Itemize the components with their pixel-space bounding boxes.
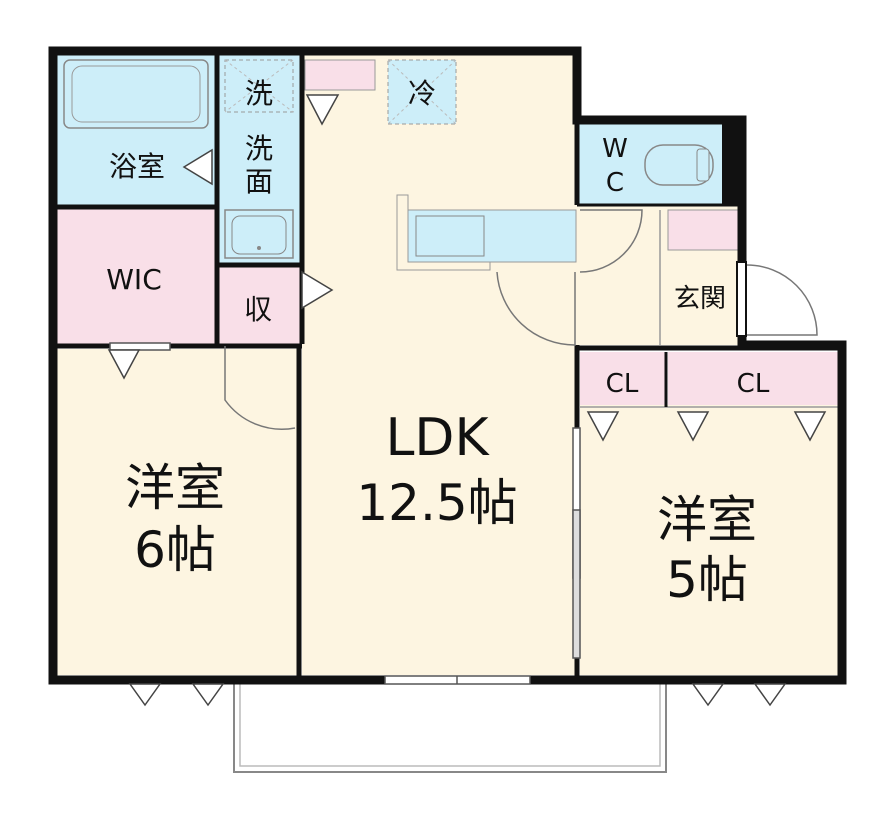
closet-left xyxy=(580,352,665,405)
toilet xyxy=(644,144,714,186)
closet-right-label: CL xyxy=(737,369,770,399)
windows xyxy=(109,342,581,685)
opening-markers xyxy=(107,94,827,707)
bathtub xyxy=(63,59,209,129)
laundry-label: 洗 xyxy=(245,77,273,110)
entrance-label: 玄関 xyxy=(674,284,726,314)
west-room-size-label: 6帖 xyxy=(134,521,216,579)
bath-label: 浴室 xyxy=(109,150,165,183)
ldk-size-label: 12.5帖 xyxy=(356,474,517,532)
fridge-label: 冷 xyxy=(408,77,436,110)
wic-label: WIC xyxy=(106,263,162,296)
cupboard xyxy=(304,59,376,91)
ldk-room xyxy=(302,55,577,675)
washroom-label-2: 面 xyxy=(245,165,273,198)
washroom-label-1: 洗 xyxy=(245,132,273,165)
closet-left-label: CL xyxy=(606,369,639,399)
storage-closet xyxy=(217,265,302,344)
wash-basin xyxy=(224,209,294,259)
walk-in-closet xyxy=(57,207,217,344)
west-room-name-label: 洋室 xyxy=(125,459,225,517)
shoe-cabinet xyxy=(667,209,739,251)
west-bedroom xyxy=(57,349,299,675)
fridge-space xyxy=(387,59,457,125)
east-room-size-label: 5帖 xyxy=(666,551,748,609)
east-room-name-label: 洋室 xyxy=(657,491,757,549)
ldk-name-label: LDK xyxy=(385,408,490,468)
storage-label: 収 xyxy=(244,293,272,326)
closet-right xyxy=(668,352,838,405)
east-bedroom xyxy=(580,405,838,675)
door-swings xyxy=(224,209,818,430)
wc-label-1: W xyxy=(602,134,628,164)
entrance-door xyxy=(736,261,747,337)
wc-label-2: C xyxy=(606,168,624,198)
kitchen-counter xyxy=(396,194,577,271)
balcony xyxy=(233,680,667,773)
